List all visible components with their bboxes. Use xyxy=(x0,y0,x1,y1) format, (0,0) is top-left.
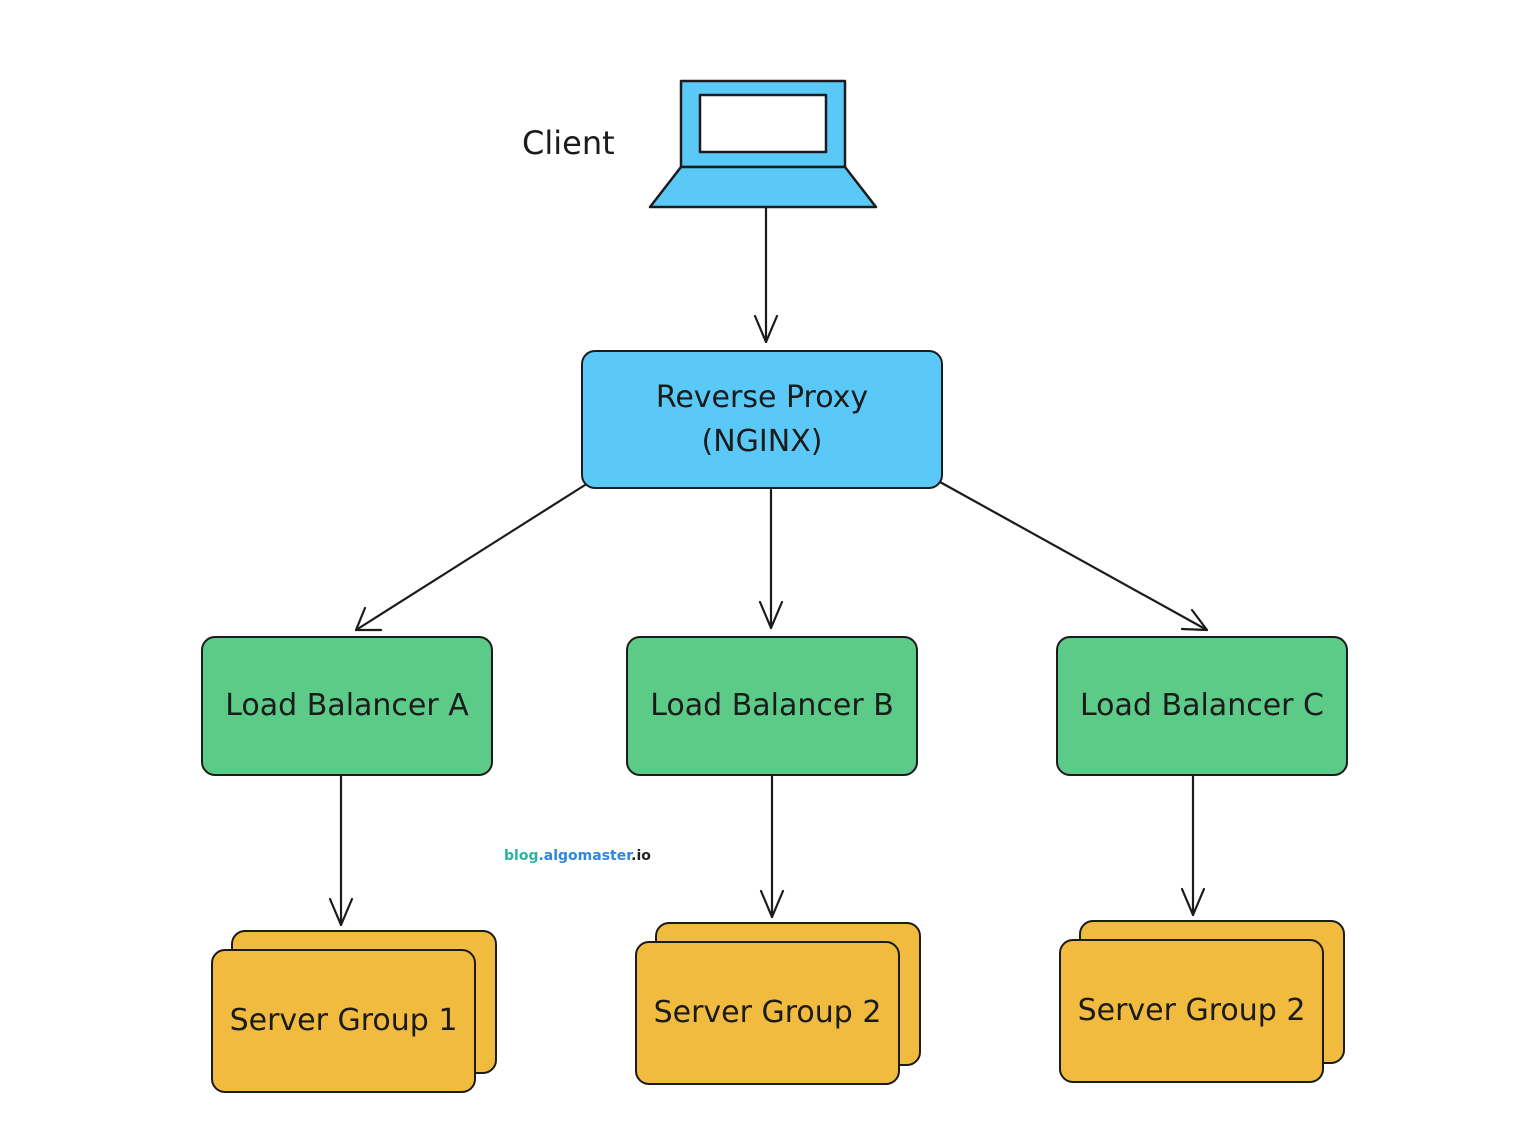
server-group-1-label: Server Group 1 xyxy=(229,1003,458,1038)
edge-proxy-to-load-balancer-b xyxy=(758,488,784,630)
server-group-2b-node: Server Group 2 xyxy=(635,941,900,1085)
server-group-2b-label: Server Group 2 xyxy=(653,995,882,1030)
load-balancer-c-node: Load Balancer C xyxy=(1056,636,1348,776)
server-group-2c-node: Server Group 2 xyxy=(1059,939,1324,1083)
watermark: blog.algomaster.io xyxy=(504,848,651,864)
load-balancer-a-label: Load Balancer A xyxy=(225,688,469,723)
laptop-icon xyxy=(648,79,878,209)
laptop-base xyxy=(648,165,878,209)
load-balancer-a-node: Load Balancer A xyxy=(201,636,493,776)
server-group-2c-label: Server Group 2 xyxy=(1077,993,1306,1028)
edge-client-to-proxy xyxy=(753,205,779,344)
edge-proxy-to-load-balancer-c xyxy=(938,480,1209,632)
server-group-1-node: Server Group 1 xyxy=(211,949,476,1093)
reverse-proxy-node: Reverse Proxy (NGINX) xyxy=(581,350,943,489)
edge-load-balancer-c-to-server-group-2 xyxy=(1180,774,1206,917)
watermark-part-3: .io xyxy=(631,848,651,864)
load-balancer-c-label: Load Balancer C xyxy=(1080,688,1324,723)
watermark-part-2: .algomaster xyxy=(538,848,632,864)
reverse-proxy-subtitle: (NGINX) xyxy=(701,423,823,459)
laptop-screen xyxy=(698,93,828,154)
reverse-proxy-title: Reverse Proxy xyxy=(655,379,869,415)
load-balancer-b-label: Load Balancer B xyxy=(650,688,894,723)
load-balancer-b-node: Load Balancer B xyxy=(626,636,918,776)
client-label: Client xyxy=(522,124,615,162)
edge-proxy-to-load-balancer-a xyxy=(354,483,587,632)
watermark-part-1: blog xyxy=(504,848,539,864)
edge-load-balancer-b-to-server-group-2 xyxy=(759,774,785,919)
edge-load-balancer-a-to-server-group-1 xyxy=(328,774,354,927)
